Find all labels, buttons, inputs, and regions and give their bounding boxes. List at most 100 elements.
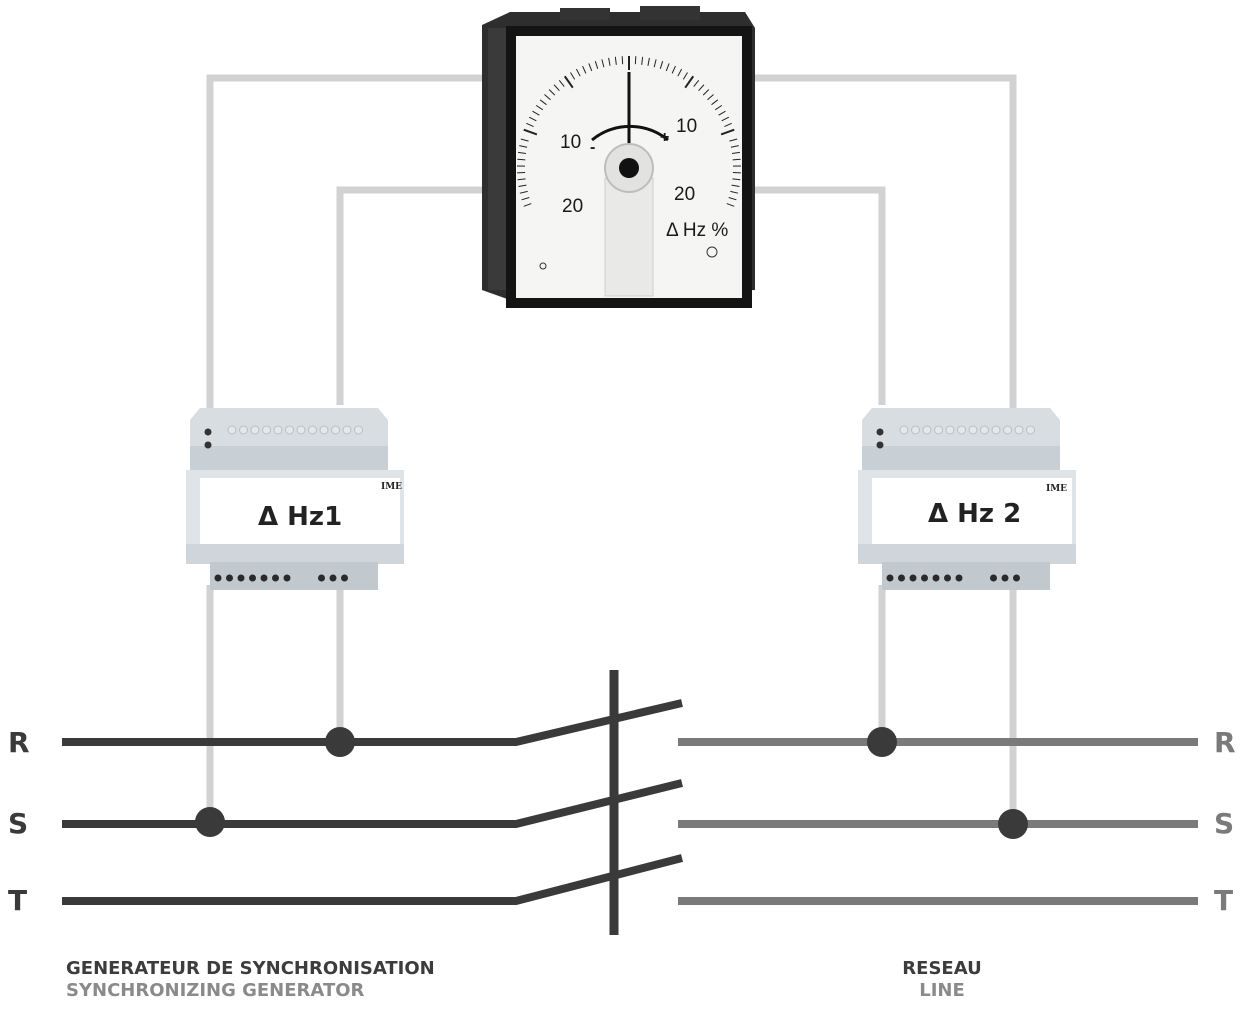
dial-tick bbox=[659, 61, 664, 69]
terminal-screw bbox=[341, 574, 348, 582]
bus-gen-s bbox=[62, 779, 683, 828]
dial-tick bbox=[519, 145, 528, 148]
phase-label-left-r: R bbox=[8, 726, 30, 759]
bus-gen-t bbox=[62, 854, 684, 905]
phase-label-right-s: S bbox=[1214, 807, 1235, 840]
dial-tick bbox=[707, 94, 714, 101]
dial-tick bbox=[720, 128, 735, 136]
dial-tick bbox=[544, 94, 551, 101]
dial-tick bbox=[548, 89, 556, 96]
dial-tick bbox=[671, 65, 676, 74]
terminal-cap bbox=[227, 425, 237, 435]
terminal-cap bbox=[1026, 425, 1035, 435]
terminal-screw bbox=[944, 574, 951, 582]
dial-tick bbox=[647, 57, 650, 66]
dial-tick bbox=[730, 190, 739, 194]
module-label-panel bbox=[872, 478, 1072, 544]
dial-tick bbox=[677, 68, 683, 77]
module-label: Δ Hz1 bbox=[258, 502, 342, 532]
terminal-cap bbox=[980, 425, 989, 435]
terminal-cap bbox=[911, 425, 920, 435]
dial-tick bbox=[563, 75, 574, 89]
dial-tick bbox=[731, 184, 740, 187]
dial-class-icon bbox=[706, 246, 718, 258]
dial-tick bbox=[721, 116, 730, 122]
module-brand: IME bbox=[381, 482, 402, 492]
caption-line-fr: RESEAU bbox=[902, 958, 982, 979]
caption-line-en: LINE bbox=[919, 980, 965, 1001]
dial-label-right-10: 10 bbox=[676, 116, 697, 137]
terminal-cap bbox=[239, 425, 248, 435]
terminal-cap bbox=[957, 425, 966, 435]
dial-tick bbox=[728, 197, 737, 201]
junction-line-s bbox=[998, 809, 1028, 839]
terminal-screw bbox=[1013, 574, 1020, 582]
dial-tick bbox=[539, 99, 547, 106]
panel-meter: 10 20 10 20 - + Δ Hz % bbox=[482, 6, 755, 308]
phase-label-left-s: S bbox=[8, 807, 29, 840]
terminal-cap bbox=[273, 425, 283, 435]
bus-gen-r bbox=[62, 699, 683, 746]
minus-sign: - bbox=[590, 139, 595, 156]
dial-tick bbox=[521, 197, 530, 201]
dial-symbol-icon bbox=[539, 262, 547, 270]
caption-line: RESEAU LINE bbox=[868, 958, 1016, 1002]
dial-tick bbox=[570, 72, 576, 80]
terminal-cap bbox=[354, 425, 363, 435]
dial-tick bbox=[517, 158, 526, 161]
generator-bus bbox=[62, 699, 684, 905]
phase-label-right-r: R bbox=[1214, 726, 1236, 759]
dial-tick bbox=[575, 68, 581, 77]
dial-tick bbox=[520, 138, 529, 142]
dial-tick bbox=[714, 104, 723, 111]
dial-tick bbox=[528, 116, 537, 122]
dial-tick bbox=[523, 128, 538, 136]
dial-tick bbox=[698, 84, 705, 92]
terminal-cap bbox=[331, 425, 340, 435]
dial-tick bbox=[518, 151, 527, 155]
dial-label-left-20: 20 bbox=[562, 196, 583, 217]
terminal-screw bbox=[214, 574, 222, 582]
dial-tick bbox=[724, 122, 732, 127]
terminal-cap bbox=[945, 425, 955, 435]
phase-label-right-t: T bbox=[1214, 884, 1234, 917]
terminal-cap bbox=[342, 425, 352, 435]
terminal-cap bbox=[899, 425, 909, 435]
dial-tick bbox=[682, 72, 688, 80]
junction-gen-r bbox=[325, 727, 355, 757]
wire-right-outer bbox=[745, 74, 1017, 415]
dial-tick bbox=[518, 184, 527, 187]
terminal-screw bbox=[272, 574, 279, 582]
dial-tick bbox=[594, 61, 599, 69]
plus-sign: + bbox=[660, 129, 669, 146]
wire-left-inner bbox=[336, 186, 498, 405]
dial-tick bbox=[517, 178, 526, 181]
module-label: Δ Hz 2 bbox=[928, 499, 1021, 529]
module-label-panel bbox=[200, 478, 400, 544]
dial-tick bbox=[582, 65, 587, 74]
terminal-cap bbox=[1003, 425, 1012, 435]
module-brand: IME bbox=[1046, 484, 1067, 494]
terminal-cap bbox=[285, 425, 294, 435]
caption-generator-en: SYNCHRONIZING GENERATOR bbox=[66, 980, 365, 1001]
terminal-cap bbox=[922, 425, 932, 435]
terminal-screw bbox=[226, 574, 233, 582]
dial-tick bbox=[523, 203, 532, 207]
dial-tick bbox=[653, 59, 657, 68]
pointer-shield bbox=[604, 177, 654, 297]
dial-tick bbox=[731, 151, 740, 155]
terminal-screw bbox=[921, 574, 928, 582]
dial-tick bbox=[558, 80, 565, 87]
caption-generator: GENERATEUR DE SYNCHRONISATION SYNCHRONIZ… bbox=[66, 958, 435, 1002]
dial-tick bbox=[730, 145, 739, 148]
dial-tick bbox=[526, 122, 534, 127]
caption-generator-fr: GENERATEUR DE SYNCHRONISATION bbox=[66, 958, 435, 979]
wire-left-outer bbox=[206, 74, 498, 415]
terminal-screw bbox=[898, 574, 905, 582]
terminal-cap bbox=[968, 425, 978, 435]
dial-label-left-10: 10 bbox=[560, 132, 581, 153]
module-delta-hz1: Δ Hz1 IME bbox=[186, 408, 404, 590]
terminal-screw bbox=[932, 574, 940, 582]
dial-tick bbox=[684, 75, 695, 89]
